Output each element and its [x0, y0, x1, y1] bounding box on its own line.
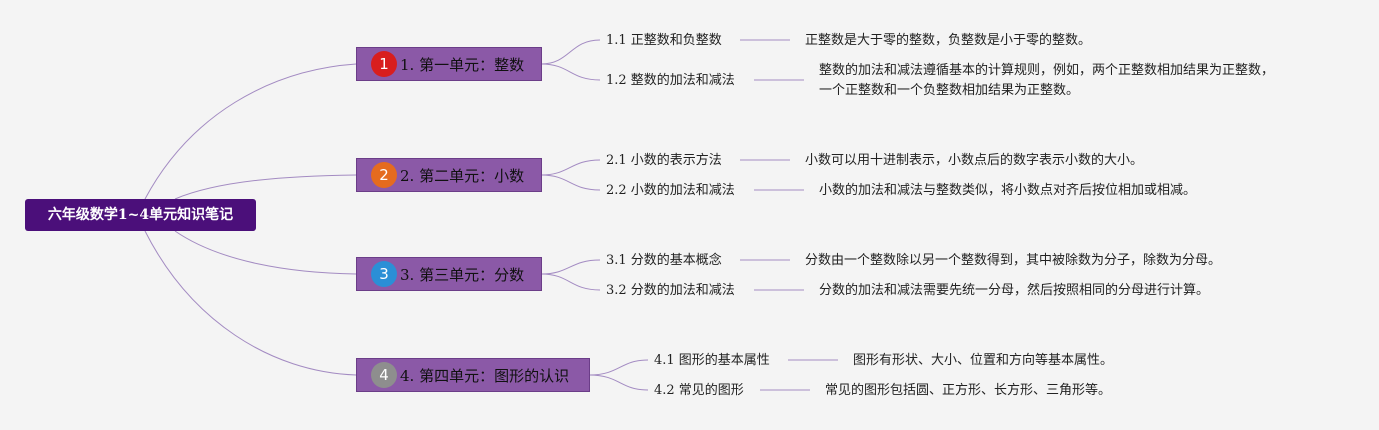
topic-desc-3-2: 分数的加法和减法需要先统一分母，然后按照相同的分母进行计算。	[819, 283, 1210, 298]
topic-desc-2-2: 小数的加法和减法与整数类似，将小数点对齐后按位相加或相减。	[819, 183, 1197, 198]
topic-desc-4-2: 常见的图形包括圆、正方形、长方形、三角形等。	[825, 383, 1112, 398]
topic-desc-1-1: 正整数是大于零的整数，负整数是小于零的整数。	[805, 33, 1092, 48]
link-unit-3-topic-1	[540, 259, 601, 275]
topic-node-2-1[interactable]: 2.1 小数的表示方法	[606, 153, 722, 168]
unit-number-badge: 1	[371, 51, 397, 77]
topic-desc-1-2: 整数的加法和减法遵循基本的计算规则，例如，两个正整数相加结果为正整数，	[819, 63, 1275, 78]
unit-title: 4. 第四单元：图形的认识	[400, 366, 570, 385]
topic-node-3-1[interactable]: 3.1 分数的基本概念	[606, 253, 722, 268]
unit-title: 3. 第三单元：分数	[400, 265, 525, 284]
link-root-unit-3	[174, 230, 357, 275]
unit-node-2[interactable]: 2 2. 第二单元：小数	[356, 158, 542, 192]
unit-title: 2. 第二单元：小数	[400, 166, 525, 185]
unit-node-1[interactable]: 1 1. 第一单元：整数	[356, 47, 542, 81]
link-unit-2-topic-2	[540, 174, 601, 191]
root-node[interactable]: 六年级数学1~4单元知识笔记	[25, 199, 256, 231]
unit-node-3[interactable]: 3 3. 第三单元：分数	[356, 257, 542, 291]
link-root-unit-4	[144, 230, 357, 376]
link-unit-1-topic-1	[540, 39, 601, 65]
unit-number-badge: 4	[371, 362, 397, 388]
topic-node-1-2[interactable]: 1.2 整数的加法和减法	[606, 73, 735, 88]
unit-title: 1. 第一单元：整数	[400, 55, 525, 74]
link-unit-2-topic-1	[540, 159, 601, 176]
link-unit-1-topic-2	[540, 63, 601, 81]
unit-node-4[interactable]: 4 4. 第四单元：图形的认识	[356, 358, 590, 392]
link-unit-4-topic-2	[588, 374, 649, 391]
topic-node-3-2[interactable]: 3.2 分数的加法和减法	[606, 283, 735, 298]
link-unit-3-topic-2	[540, 273, 601, 291]
topic-node-2-2[interactable]: 2.2 小数的加法和减法	[606, 183, 735, 198]
topic-desc-4-1: 图形有形状、大小、位置和方向等基本属性。	[853, 353, 1114, 368]
topic-desc-3-1: 分数由一个整数除以另一个整数得到，其中被除数为分子，除数为分母。	[805, 253, 1222, 268]
link-unit-4-topic-1	[588, 359, 649, 376]
unit-number-badge: 2	[371, 162, 397, 188]
link-root-unit-1	[144, 63, 357, 200]
topic-node-4-2[interactable]: 4.2 常见的图形	[654, 383, 744, 398]
link-root-unit-2	[174, 174, 357, 200]
topic-desc-1-2-line2: 一个正整数和一个负整数相加结果为正整数。	[819, 83, 1080, 98]
topic-desc-2-1: 小数可以用十进制表示，小数点后的数字表示小数的大小。	[805, 153, 1144, 168]
topic-node-4-1[interactable]: 4.1 图形的基本属性	[654, 353, 770, 368]
unit-number-badge: 3	[371, 261, 397, 287]
topic-node-1-1[interactable]: 1.1 正整数和负整数	[606, 33, 722, 48]
